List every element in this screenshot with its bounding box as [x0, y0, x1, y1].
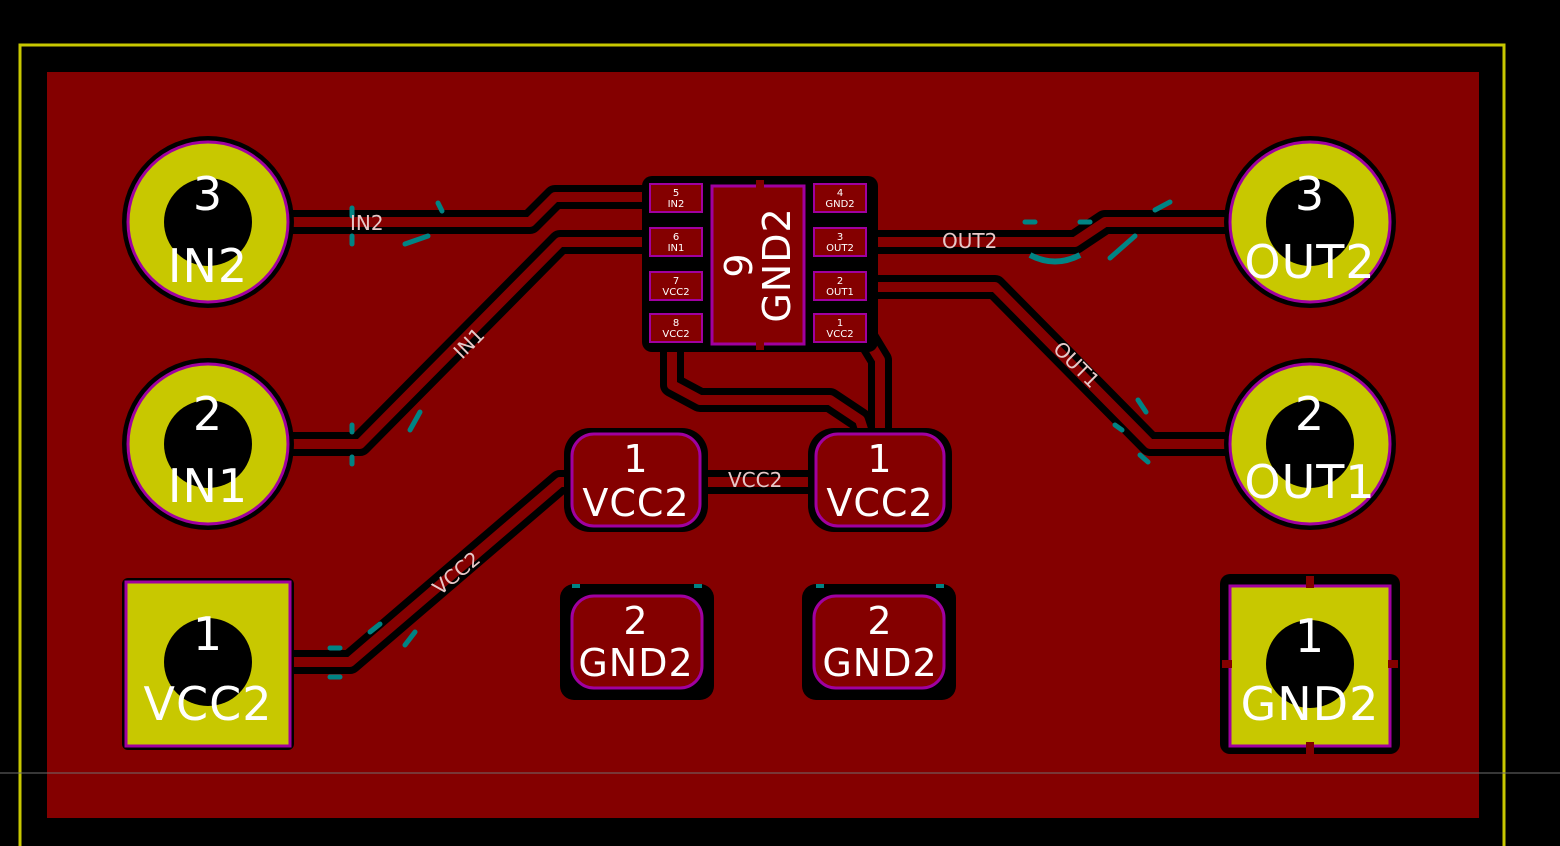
ic-pin-7[interactable]: 7 VCC2	[649, 271, 703, 301]
pad-number: 2	[867, 599, 892, 643]
pin-name: GND2	[825, 199, 854, 210]
ic-pin-6[interactable]: 6 IN1	[649, 227, 703, 257]
via-arc-out2	[1028, 252, 1082, 265]
connector-right: 3 OUT2 2 OUT1 1 GND2	[1220, 136, 1400, 754]
via-stubs	[327, 199, 1173, 680]
board-outline	[18, 43, 1506, 846]
pad-net-name: VCC2	[144, 677, 273, 731]
ic-exposed-pad-name: GND2	[755, 207, 799, 322]
pad-in2[interactable]: 3 IN2	[122, 136, 294, 308]
pad-net-name: OUT2	[1244, 235, 1375, 289]
connector-left: 3 IN2 2 IN1 1 VCC2	[122, 136, 294, 750]
pad-net-name: OUT1	[1244, 455, 1375, 509]
pin-name: VCC2	[662, 287, 689, 298]
pad-in1[interactable]: 2 IN1	[122, 358, 294, 530]
pin-number: 5	[673, 188, 679, 199]
pad-net-name: GND2	[1241, 677, 1380, 731]
pin-number: 6	[673, 232, 679, 243]
pin-number: 1	[837, 318, 843, 329]
pin-number: 2	[837, 276, 843, 287]
pad-number: 1	[193, 607, 223, 661]
ic-pin-5[interactable]: 5 IN2	[649, 183, 703, 213]
pad-net-name: IN2	[168, 239, 248, 293]
pad-vcc2-square[interactable]: 1 VCC2	[122, 578, 294, 750]
cap-pad-gnd2-left[interactable]: 2 GND2	[560, 584, 714, 700]
pin-name: OUT1	[826, 287, 854, 298]
pad-net-name: VCC2	[582, 481, 689, 525]
pin-name: VCC2	[662, 329, 689, 340]
ic-package: 9 GND2 5 IN2 6 IN1 7 VCC2 8 VCC2 4 GN	[642, 176, 878, 352]
pin-number: 8	[673, 318, 679, 329]
pad-number: 3	[193, 167, 223, 221]
pin-name: IN1	[668, 243, 685, 254]
net-label-vcc2-horizontal: VCC2	[728, 468, 782, 492]
ic-pin-3[interactable]: 3 OUT2	[813, 227, 867, 257]
cap-pad-gnd2-right[interactable]: 2 GND2	[802, 584, 956, 700]
pad-number: 3	[1295, 167, 1325, 221]
pad-number: 1	[867, 437, 892, 481]
pad-net-name: VCC2	[826, 481, 933, 525]
net-label-in2: IN2	[350, 211, 384, 235]
pin-name: VCC2	[826, 329, 853, 340]
pad-gnd2-square[interactable]: 1 GND2	[1220, 574, 1400, 754]
capacitor-pads: 1 VCC2 1 VCC2 2 GND2 2 GND2	[560, 428, 956, 700]
pin-number: 3	[837, 232, 843, 243]
ic-pin-4[interactable]: 4 GND2	[813, 183, 867, 213]
pad-number: 1	[623, 437, 648, 481]
pin-name: IN2	[668, 199, 685, 210]
pad-number: 2	[1295, 387, 1325, 441]
pad-out1[interactable]: 2 OUT1	[1224, 358, 1396, 530]
pad-number: 2	[623, 599, 648, 643]
cap-pad-vcc2-left[interactable]: 1 VCC2	[564, 428, 708, 532]
pad-net-name: GND2	[578, 641, 693, 685]
pin-name: OUT2	[826, 243, 854, 254]
ic-pin-2[interactable]: 2 OUT1	[813, 271, 867, 301]
pin-number: 4	[837, 188, 843, 199]
pad-number: 1	[1295, 609, 1325, 663]
net-label-out2: OUT2	[942, 229, 997, 253]
ic-exposed-pad-number: 9	[717, 252, 761, 277]
pad-net-name: GND2	[822, 641, 937, 685]
pad-out2[interactable]: 3 OUT2	[1224, 136, 1396, 308]
pin-number: 7	[673, 276, 679, 287]
ic-exposed-pad[interactable]: 9 GND2	[710, 180, 806, 350]
ic-pin-8[interactable]: 8 VCC2	[649, 313, 703, 343]
pad-number: 2	[193, 387, 223, 441]
cap-pad-vcc2-right[interactable]: 1 VCC2	[808, 428, 952, 532]
pad-net-name: IN1	[168, 459, 248, 513]
ic-pin-1[interactable]: 1 VCC2	[813, 313, 867, 343]
